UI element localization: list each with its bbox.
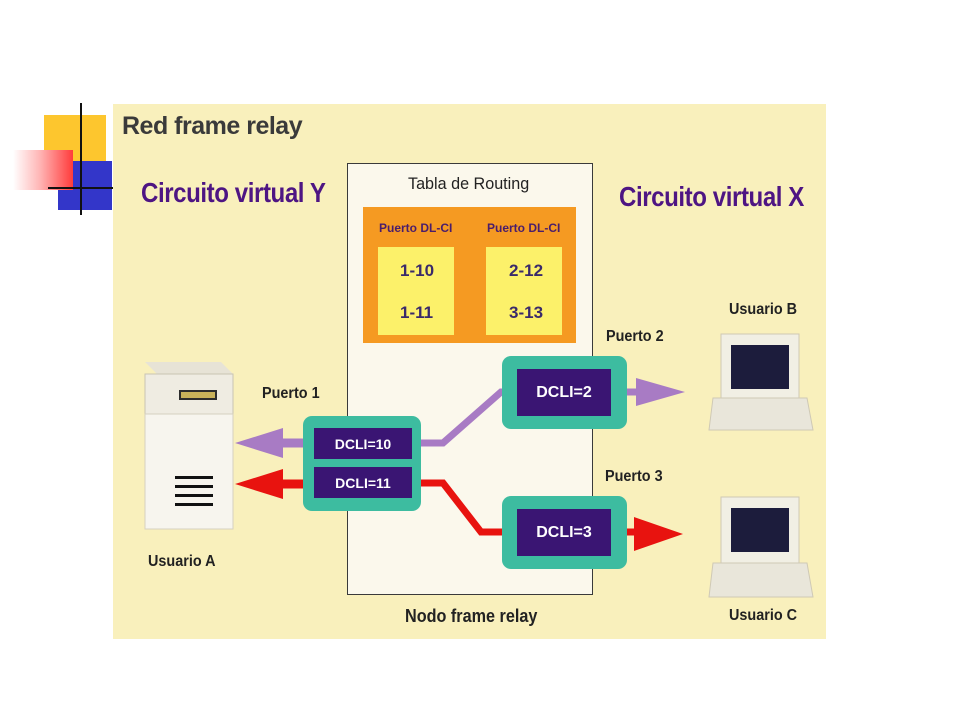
dcli-2-box: DCLI=2 [517, 369, 611, 416]
routing-table-cell: 1-10 [400, 261, 435, 280]
dcli-11-box: DCLI=11 [314, 467, 412, 498]
port-1-label: Puerto 1 [262, 385, 320, 402]
user-a-label: Usuario A [148, 553, 216, 570]
port-3-label: Puerto 3 [605, 468, 663, 485]
deco-vertical-line [80, 103, 82, 215]
routing-table-cell: 1-11 [400, 303, 434, 322]
user-b-label: Usuario B [729, 301, 798, 318]
diagram-panel: Red frame relay Circuito virtual Y Circu… [113, 104, 826, 639]
connection-paths [144, 333, 814, 598]
dcli-3-box: DCLI=3 [517, 509, 611, 556]
virtual-circuit-x-heading: Circuito virtual X [619, 181, 804, 212]
deco-horizontal-line [48, 187, 118, 189]
routing-table-header-right: Puerto DL-CI [487, 221, 561, 235]
routing-table-cell: 2-12 [509, 261, 544, 280]
routing-table-column-left [378, 247, 454, 335]
deco-red-square [13, 150, 73, 190]
routing-table-column-right [486, 247, 562, 335]
diagram-title: Red frame relay [122, 112, 303, 140]
port-2-label: Puerto 2 [606, 328, 664, 345]
routing-table-header-left: Puerto DL-CI [379, 221, 453, 235]
user-c-label: Usuario C [729, 607, 798, 624]
frame-relay-node-label: Nodo frame relay [405, 606, 538, 626]
routing-table-title: Tabla de Routing [408, 174, 530, 193]
monitor-icon [708, 333, 814, 431]
virtual-circuit-y-heading: Circuito virtual Y [141, 177, 326, 208]
server-tower-icon [144, 362, 234, 530]
routing-table-cell: 3-13 [509, 303, 544, 322]
monitor-icon [708, 496, 814, 598]
dcli-10-box: DCLI=10 [314, 428, 412, 459]
